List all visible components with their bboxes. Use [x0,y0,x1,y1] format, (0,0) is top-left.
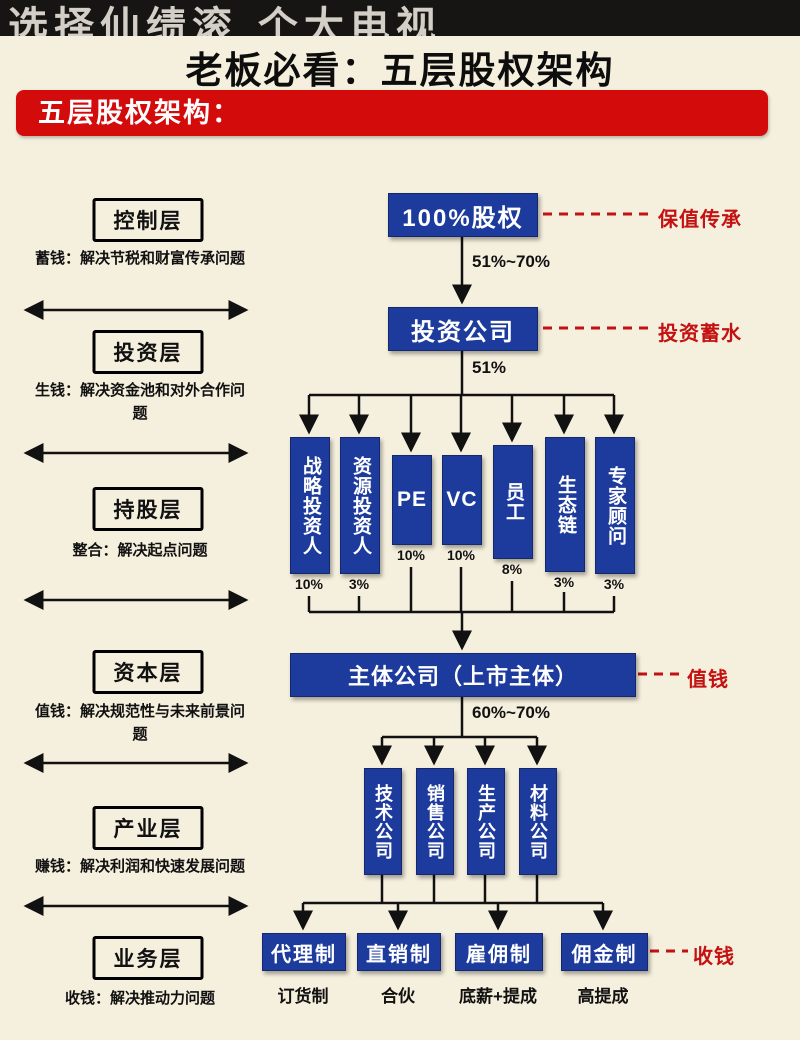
layer-desc-capital: 值钱：解决规范性与未来前景问题 [34,703,245,743]
holder-percent-ecosystem: 3% [553,574,575,590]
layer-desc-holding: 整合：解决起点问题 [72,542,208,559]
holder-expert-advisor: 专家顾问 [595,437,635,574]
note-collect-money: 收钱 [693,946,735,968]
model-sub-commission: 高提成 [577,987,629,1006]
layer-label-industry: 产业层 [92,806,204,850]
main-company-box: 主体公司（上市主体） [290,653,636,697]
layer-label-capital: 资本层 [92,650,204,694]
layer-desc-invest: 生钱：解决资金池和对外合作问题 [34,382,245,422]
layer-desc-business: 收钱：解决推动力问题 [64,990,215,1007]
model-sub-employment: 底薪+提成 [459,987,537,1006]
percent-60-70: 60%~70% [472,703,550,722]
layer-desc-industry: 赚钱：解决利润和快速发展问题 [34,858,245,875]
holder-percent-resource: 3% [348,576,370,592]
percent-51-70: 51%~70% [472,252,550,271]
subsidiary-sales: 销售公司 [416,768,454,875]
note-preserve-wealth: 保值传承 [658,209,742,231]
holder-percent-expert: 3% [603,576,625,592]
watermark-bar: 选择仙绩滚 个大电视 [0,0,800,36]
layer-label-invest: 投资层 [92,330,204,374]
model-sub-direct: 合伙 [381,987,415,1006]
model-sub-agency: 订货制 [277,987,329,1006]
layer-label-business: 业务层 [92,936,204,980]
holder-employees: 员工 [493,445,533,559]
model-agency: 代理制 [262,933,346,971]
subsidiary-tech: 技术公司 [364,768,402,875]
holder-percent-pe: 10% [396,547,426,563]
subsidiary-production: 生产公司 [467,768,505,875]
watermark-text: 选择仙绩滚 个大电视 [8,3,442,36]
model-employment: 雇佣制 [455,933,543,971]
subsidiary-materials: 材料公司 [519,768,557,875]
holder-vc: VC [442,455,482,545]
equity-100-box: 100%股权 [388,193,538,237]
investment-company-box: 投资公司 [388,307,538,351]
note-valuable: 值钱 [687,669,729,691]
layer-label-control: 控制层 [92,198,204,242]
holder-strategic-investor: 战略投资人 [290,437,330,574]
holder-ecosystem: 生态链 [545,437,585,572]
note-investment-pool: 投资蓄水 [658,323,742,345]
holder-pe: PE [392,455,432,545]
holder-percent-vc: 10% [446,547,476,563]
percent-51: 51% [472,358,507,377]
layer-label-holding: 持股层 [92,487,204,531]
holder-percent-employees: 8% [501,561,523,577]
section-banner: 五层股权架构： [16,90,768,136]
holder-percent-strategic: 10% [294,576,324,592]
model-commission: 佣金制 [561,933,648,971]
page-title: 老板必看：五层股权架构 [185,50,615,91]
model-direct-sales: 直销制 [357,933,441,971]
layer-desc-control: 蓄钱：解决节税和财富传承问题 [34,250,245,267]
holder-resource-investor: 资源投资人 [340,437,380,574]
